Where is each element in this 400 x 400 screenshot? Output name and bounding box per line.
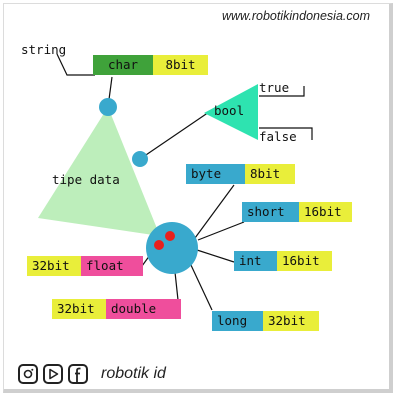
byte-size: 8bit [245,164,295,184]
bool-label: bool [214,103,245,118]
short-name: short [242,202,299,222]
root-label: tipe data [52,172,120,187]
long-connector [189,262,213,311]
true-value: true [259,80,290,95]
youtube-icon[interactable] [43,364,63,384]
char-size: 8bit [153,55,208,75]
double-name: double [106,299,181,319]
tipe-data-fan [38,107,160,236]
byte-name: byte [186,164,245,184]
byte-connector [194,184,235,239]
float-size: 32bit [27,256,81,276]
int-size: 16bit [277,251,332,271]
hub-red-dot [154,240,164,250]
number-hub-node [146,222,198,274]
string-label: string [21,42,67,57]
short-connector [197,221,245,241]
float-name: float [81,256,143,276]
byte-type-box: byte 8bit [186,164,295,184]
double-size: 32bit [52,299,106,319]
char-name: char [93,55,153,75]
int-type-box: int 16bit [234,251,332,271]
true-bracket [259,86,305,97]
false-value: false [259,129,297,144]
frame-border [3,3,393,393]
char-type-box: char 8bit [93,55,208,75]
instagram-icon[interactable] [18,364,38,384]
int-name: int [234,251,277,271]
string-connector [56,53,95,76]
social-footer: robotik id [18,364,166,384]
bool-connector [139,109,213,160]
float-type-box: 32bit float [27,256,143,276]
int-connector [196,249,235,263]
long-size: 32bit [263,311,319,331]
bool-shape [204,84,258,140]
double-connector [174,271,179,301]
hub-red-dot [165,231,175,241]
facebook-icon[interactable] [68,364,88,384]
long-name: long [212,311,263,331]
brand-name: robotik id [101,365,166,382]
false-bracket [259,127,313,140]
double-type-box: 32bit double [52,299,181,319]
char-node [99,98,117,116]
short-type-box: short 16bit [242,202,352,222]
website-url[interactable]: www.robotikindonesia.com [222,9,370,23]
bool-node [132,151,148,167]
short-size: 16bit [299,202,352,222]
long-type-box: long 32bit [212,311,319,331]
